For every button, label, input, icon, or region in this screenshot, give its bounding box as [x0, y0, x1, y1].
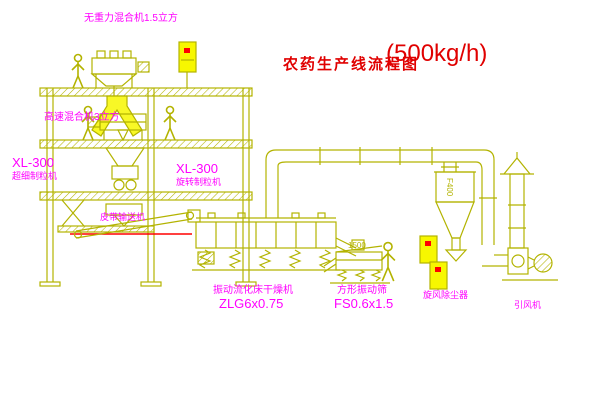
label-granulator-mid-model: XL-300: [176, 161, 218, 176]
label-granulator-left-name: 超细制粒机: [12, 171, 58, 181]
screen-dimension-label: 1500: [348, 241, 366, 250]
fan-drawing: [502, 247, 558, 281]
label-granulator-mid-name: 旋转制粒机: [176, 177, 222, 187]
control-cabinet-top: [178, 41, 197, 88]
ducting: [265, 147, 508, 267]
label-dryer-name: 振动流化床干燥机: [213, 285, 293, 296]
label-granulator-left-model: XL-300: [12, 155, 54, 170]
worker-icon: [163, 105, 177, 141]
worker-icon: [71, 53, 85, 89]
worker-icon: [81, 105, 95, 141]
diagram-title: 农药生产线流程图: [283, 56, 420, 73]
label-screen-model: FS0.6x1.5: [334, 296, 394, 311]
worker-icon: [380, 241, 396, 282]
label-belt-conveyor: 皮带输送机: [100, 212, 146, 222]
cyclone-drawing: [434, 171, 476, 262]
control-cabinet-b: [429, 261, 448, 290]
label-cyclone: 旋风除尘器: [423, 290, 469, 300]
label-fan: 引风机: [514, 300, 542, 310]
label-gravity-mixer: 无重力混合机1.5立方: [84, 13, 178, 24]
label-screen-name: 方形振动筛: [337, 285, 387, 296]
label-dryer-model: ZLG6x0.75: [219, 296, 284, 311]
control-cabinet-a: [419, 235, 438, 264]
feeder-drawing: [105, 203, 143, 227]
gravity-mixer-drawing: [90, 50, 150, 96]
vibrating-screen-drawing: [323, 239, 390, 284]
granulator-drawing: [104, 147, 146, 191]
building-frame: [39, 87, 257, 287]
belt-conveyor-drawing: [73, 211, 195, 239]
label-high-speed-mixer: 高速混合机3立方: [44, 112, 120, 123]
diagram-capacity: (500kg/h): [386, 40, 488, 67]
duct-diameter-label: F400: [445, 178, 454, 197]
exhaust-stack-drawing: [500, 152, 534, 249]
